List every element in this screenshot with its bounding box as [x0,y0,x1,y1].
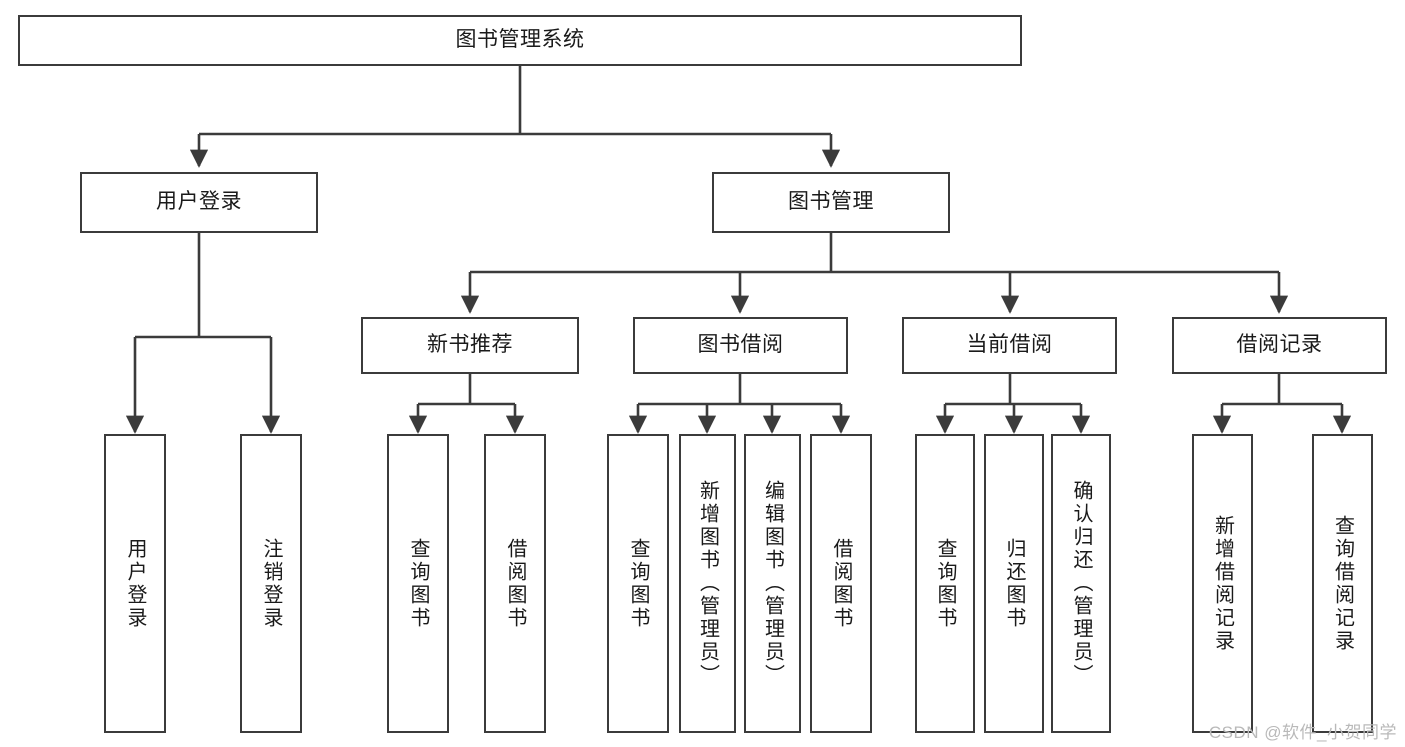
node-current-borrow[interactable]: 当前借阅 [902,317,1117,374]
node-book-management[interactable]: 图书管理 [712,172,950,233]
leaf-current-borrow-confirm-label: 确认归还（管理员） [1070,480,1092,687]
node-user-login[interactable]: 用户登录 [80,172,318,233]
node-book-borrow-label: 图书借阅 [697,333,784,357]
leaf-borrow-record-add[interactable]: 新增借阅记录 [1192,434,1253,733]
leaf-book-borrow-borrow[interactable]: 借阅图书 [810,434,872,733]
leaf-book-borrow-add[interactable]: 新增图书（管理员） [679,434,736,733]
leaf-user-login-signout-label: 注销登录 [260,537,282,630]
leaf-current-borrow-query-label: 查询图书 [934,537,956,630]
leaf-current-borrow-return-label: 归还图书 [1003,537,1025,630]
leaf-borrow-record-query-label: 查询借阅记录 [1331,514,1354,653]
node-root-label: 图书管理系统 [455,28,585,52]
leaf-new-book-borrow[interactable]: 借阅图书 [484,434,546,733]
leaf-user-login-signin[interactable]: 用户登录 [104,434,166,733]
leaf-user-login-signout[interactable]: 注销登录 [240,434,302,733]
leaf-borrow-record-add-label: 新增借阅记录 [1211,514,1234,653]
leaf-book-borrow-query-label: 查询图书 [627,537,649,630]
leaf-user-login-signin-label: 用户登录 [124,537,146,630]
leaf-book-borrow-query[interactable]: 查询图书 [607,434,669,733]
leaf-new-book-query[interactable]: 查询图书 [387,434,449,733]
leaf-current-borrow-return[interactable]: 归还图书 [984,434,1044,733]
node-root[interactable]: 图书管理系统 [18,15,1022,66]
csdn-watermark: CSDN @软件_小贺同学 [1208,723,1397,742]
node-new-book-recommend[interactable]: 新书推荐 [361,317,579,374]
node-book-management-label: 图书管理 [788,190,874,214]
node-book-borrow[interactable]: 图书借阅 [633,317,848,374]
node-new-book-recommend-label: 新书推荐 [427,333,513,357]
leaf-new-book-borrow-label: 借阅图书 [504,537,526,630]
leaf-new-book-query-label: 查询图书 [407,537,429,630]
leaf-book-borrow-edit[interactable]: 编辑图书（管理员） [744,434,801,733]
leaf-book-borrow-edit-label: 编辑图书（管理员） [761,480,784,687]
leaf-current-borrow-confirm[interactable]: 确认归还（管理员） [1051,434,1111,733]
leaf-current-borrow-query[interactable]: 查询图书 [915,434,975,733]
leaf-book-borrow-borrow-label: 借阅图书 [830,537,852,630]
leaf-book-borrow-add-label: 新增图书（管理员） [696,480,719,687]
leaf-borrow-record-query[interactable]: 查询借阅记录 [1312,434,1373,733]
node-borrow-record[interactable]: 借阅记录 [1172,317,1387,374]
node-user-login-label: 用户登录 [156,190,242,214]
node-borrow-record-label: 借阅记录 [1236,333,1323,357]
node-current-borrow-label: 当前借阅 [966,333,1053,357]
